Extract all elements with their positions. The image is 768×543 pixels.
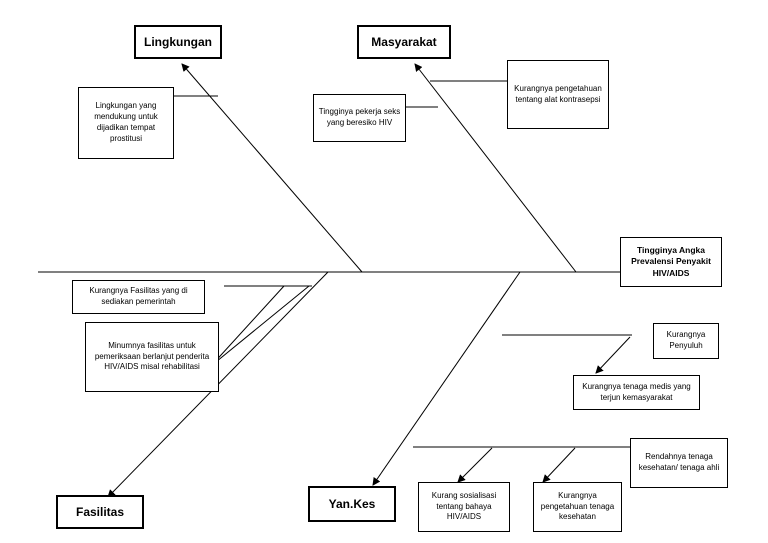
cause-yankes-2: Kurangnya tenaga medis yang terjun kemas… xyxy=(573,375,700,410)
effect-box: Tingginya Angka Prevalensi Penyakit HIV/… xyxy=(620,237,722,287)
cause-yankes-3: Rendahnya tenaga kesehatan/ tenaga ahli xyxy=(630,438,728,488)
arrow-fasilitas-2 xyxy=(210,285,310,367)
cause-fasilitas-2: Minumnya fasilitas untuk pemeriksaan ber… xyxy=(85,322,219,392)
cause-yankes-5: Kurangnya pengetahuan tenaga kesehatan xyxy=(533,482,622,532)
cause-masyarakat-1: Tingginya pekerja seks yang beresiko HIV xyxy=(313,94,406,142)
category-fasilitas: Fasilitas xyxy=(56,495,144,529)
cause-fasilitas-1: Kurangnya Fasilitas yang di sediakan pem… xyxy=(72,280,205,314)
arrow-sosialisasi xyxy=(457,447,493,483)
arrow-fasilitas-1 xyxy=(210,285,285,367)
category-yankes: Yan.Kes xyxy=(308,486,396,522)
cause-yankes-1: Kurangnya Penyuluh xyxy=(653,323,719,359)
cause-lingkungan-1: Lingkungan yang mendukung untuk dijadika… xyxy=(78,87,174,159)
arrow-pengetahuan xyxy=(542,447,576,483)
arrow-penyuluh xyxy=(595,336,631,374)
category-lingkungan: Lingkungan xyxy=(134,25,222,59)
cause-masyarakat-2: Kurangnya pengetahuan tentang alat kontr… xyxy=(507,60,609,129)
bone-masyarakat xyxy=(414,63,577,273)
category-masyarakat: Masyarakat xyxy=(357,25,451,59)
bone-yankes xyxy=(372,271,521,486)
bone-lingkungan xyxy=(181,63,363,273)
cause-yankes-4: Kurang sosialisasi tentang bahaya HIV/AI… xyxy=(418,482,510,532)
